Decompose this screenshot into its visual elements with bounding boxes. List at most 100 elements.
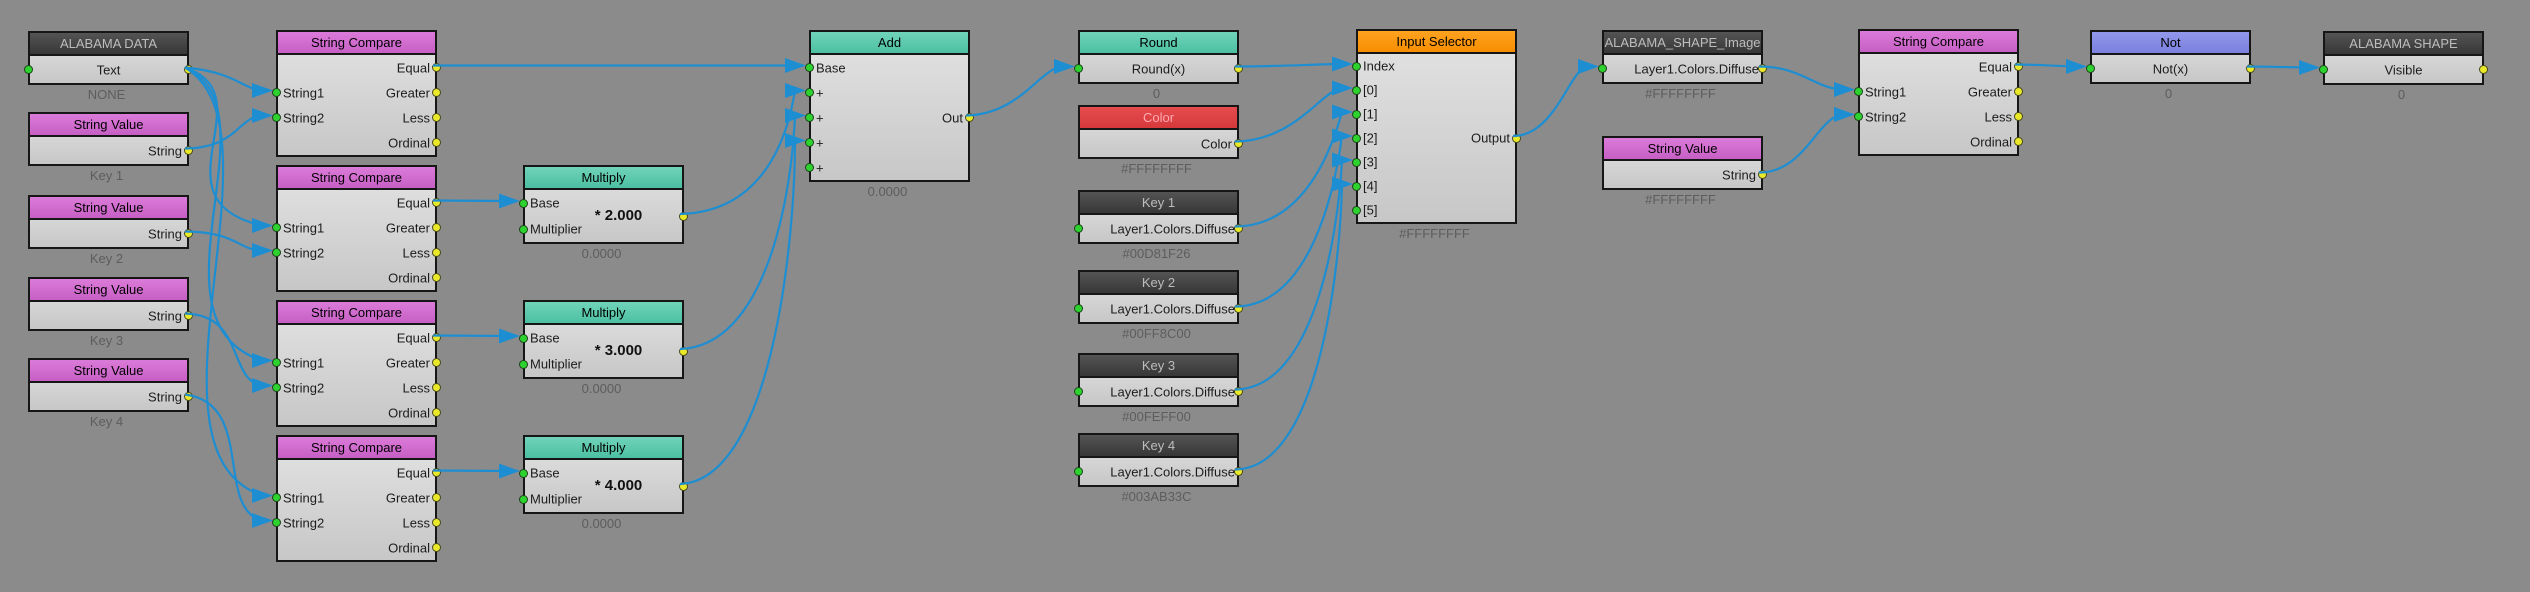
wire[interactable] [1234,135,1344,308]
output-port[interactable] [432,493,441,502]
input-port[interactable] [1074,304,1083,313]
output-port[interactable] [432,273,441,282]
wire[interactable] [1512,65,1589,138]
input-port[interactable] [519,494,528,504]
output-port[interactable] [432,223,441,232]
node-title[interactable]: ALABAMA SHAPE [2325,33,2482,56]
output-port[interactable] [2014,137,2023,146]
wire[interactable] [1758,65,1845,91]
node-title[interactable]: String Compare [1860,31,2017,54]
wire[interactable] [2014,63,2077,68]
node-title[interactable]: String Compare [278,302,435,325]
node-title[interactable]: Round [1080,32,1237,55]
wire[interactable] [184,66,263,92]
input-port[interactable] [519,359,528,369]
output-port[interactable] [432,248,441,257]
wire[interactable] [2246,65,2310,69]
input-port[interactable] [1074,467,1083,476]
output-port[interactable] [679,481,688,491]
input-port[interactable] [1352,205,1361,215]
output-port[interactable] [432,543,441,552]
wire[interactable] [184,114,263,150]
wire[interactable] [1234,62,1343,68]
wire[interactable] [965,65,1065,117]
node-title[interactable]: String Compare [278,167,435,190]
node-title[interactable]: Multiply [525,302,682,325]
node-title[interactable]: Key 4 [1080,435,1237,458]
wire[interactable] [184,312,263,387]
node-title[interactable]: String Value [30,114,187,137]
wire[interactable] [1234,183,1344,471]
wire[interactable] [184,66,263,497]
node-title[interactable]: String Compare [278,32,435,55]
output-port[interactable] [432,63,441,72]
wire[interactable] [1234,86,1343,143]
node-title[interactable]: ALABAMA_SHAPE_Image [1604,32,1761,55]
wire[interactable] [184,66,263,227]
node-title[interactable]: Key 1 [1080,192,1237,215]
wire[interactable] [432,334,510,338]
wire[interactable] [679,140,797,486]
output-port[interactable] [2479,65,2488,74]
node-title[interactable]: Multiply [525,437,682,460]
node-title[interactable]: String Compare [278,437,435,460]
node-title[interactable]: Add [811,32,968,55]
output-port[interactable] [2014,112,2023,121]
input-port[interactable] [519,224,528,234]
input-port[interactable] [24,65,33,74]
input-port[interactable] [1074,224,1083,233]
wire[interactable] [432,199,510,203]
output-port[interactable] [432,408,441,417]
output-port[interactable] [432,88,441,97]
input-port[interactable] [1074,387,1083,396]
node-title[interactable]: String Value [30,360,187,383]
node-title[interactable]: Key 3 [1080,355,1237,378]
output-port[interactable] [432,383,441,392]
output-port[interactable] [432,358,441,367]
node-title[interactable]: Color [1080,107,1237,130]
node-title[interactable]: String Value [1604,138,1761,161]
wire[interactable] [432,469,510,473]
output-port[interactable] [432,113,441,122]
node-title[interactable]: String Value [30,197,187,220]
node-title[interactable]: String Value [30,279,187,302]
output-port[interactable] [432,198,441,207]
wire[interactable] [184,393,263,522]
output-port[interactable] [2014,87,2023,96]
output-port[interactable] [432,138,441,147]
output-port[interactable] [432,333,441,342]
output-port[interactable] [432,468,441,477]
wire[interactable] [679,90,797,216]
wire[interactable] [184,66,263,362]
node-title[interactable]: Key 2 [1080,272,1237,295]
wire[interactable] [1234,111,1344,228]
output-port[interactable] [679,346,688,356]
output-port[interactable] [432,518,441,527]
wire[interactable] [1234,159,1344,391]
